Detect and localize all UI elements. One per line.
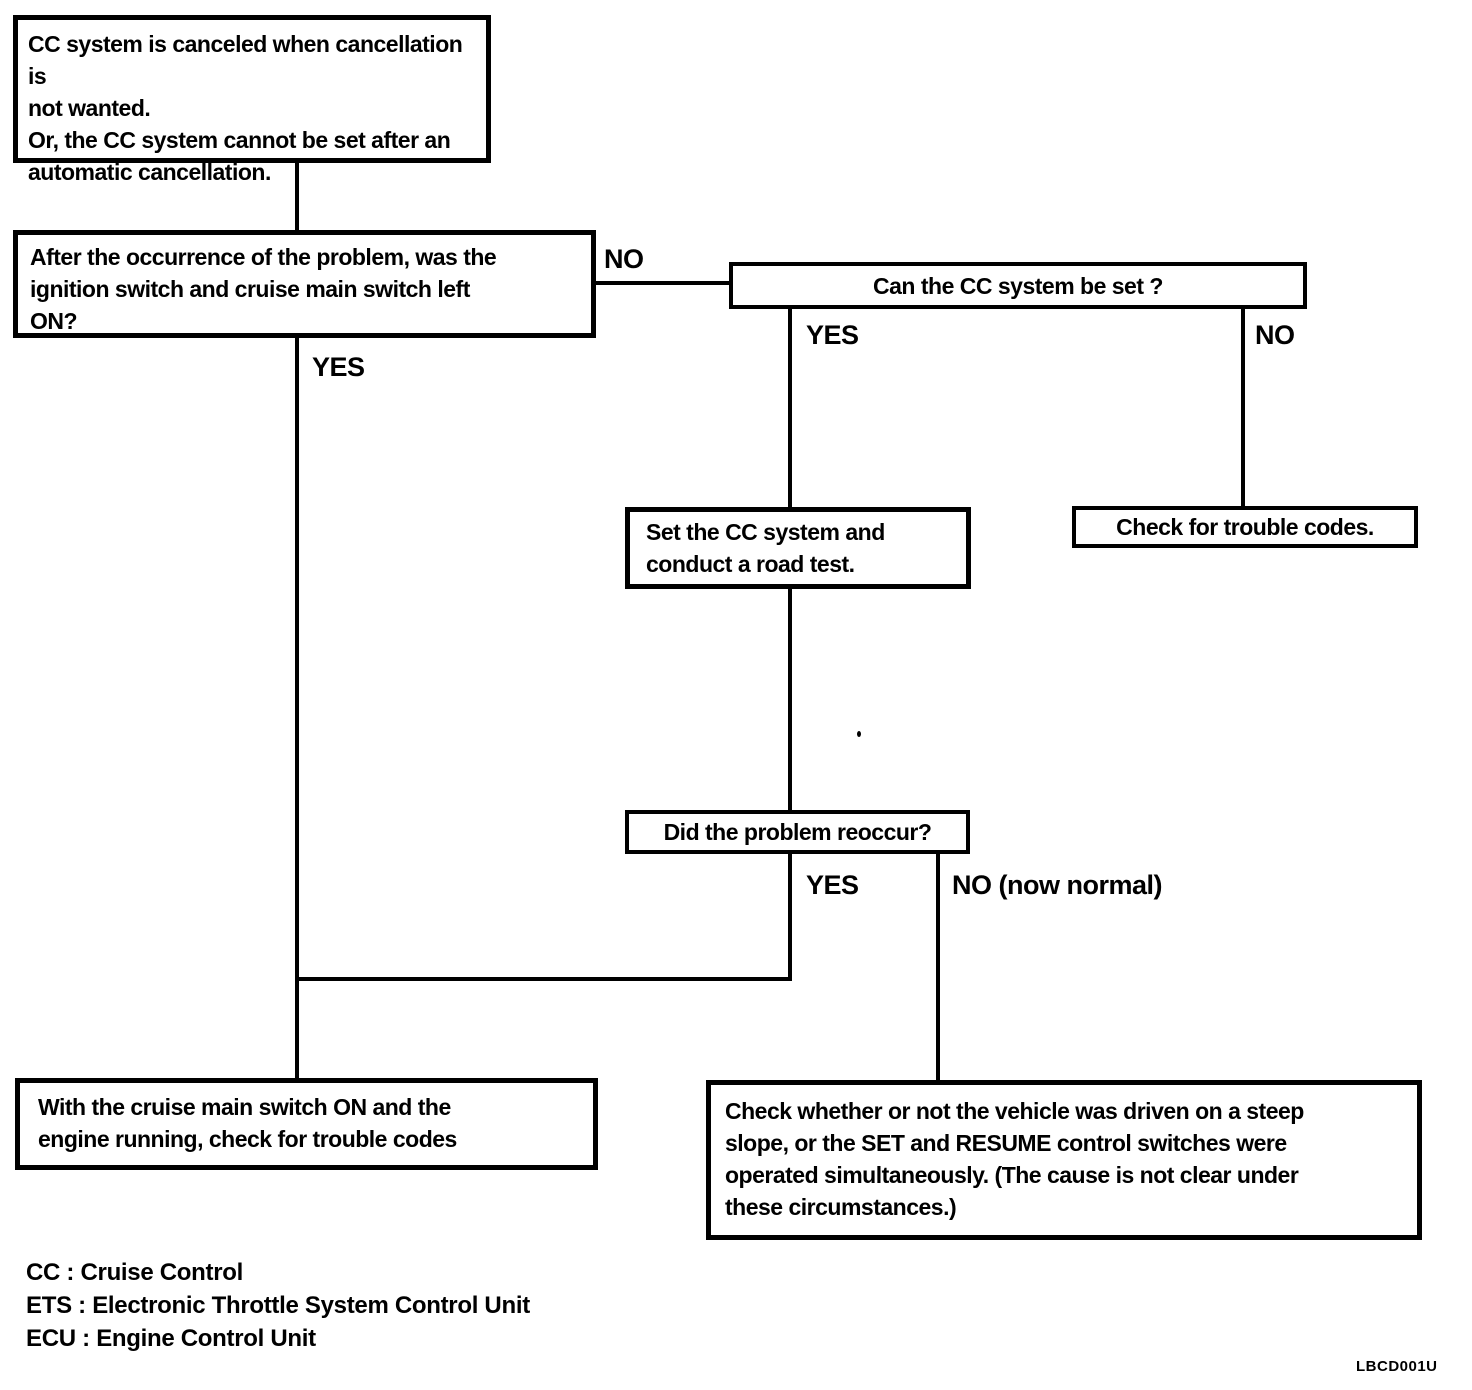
connector-q3-yes-down — [788, 854, 792, 981]
node-problem-statement: CC system is canceled when cancellation … — [13, 15, 491, 185]
node-question-can-cc-be-set: Can the CC system be set ? — [729, 262, 1307, 309]
connector-q1-no-to-q2 — [594, 281, 729, 285]
connector-q3-yes-merge — [297, 977, 792, 981]
legend-line-ets: ETS : Electronic Throttle System Control… — [26, 1292, 530, 1319]
connector-a1-to-q3 — [788, 589, 792, 810]
node-action-check-trouble-codes: Check for trouble codes. — [1072, 506, 1418, 548]
node-result-check-codes-engine-running: With the cruise main switch ON and the e… — [15, 1078, 598, 1170]
node-result-steep-slope-check: Check whether or not the vehicle was dri… — [706, 1080, 1422, 1240]
legend-line-ecu: ECU : Engine Control Unit — [26, 1325, 316, 1352]
connector-q1-yes-to-r1 — [295, 338, 299, 1078]
branch-label-q2-no: NO — [1255, 320, 1295, 350]
branch-label-q2-yes: YES — [806, 320, 859, 350]
node-action-road-test: Set the CC system and conduct a road tes… — [625, 507, 971, 589]
branch-label-q3-no-now-normal: NO (now normal) — [952, 870, 1163, 900]
branch-label-q3-yes: YES — [806, 870, 859, 900]
figure-code: LBCD001U — [1356, 1358, 1438, 1375]
connector-q2-yes-to-a1 — [788, 309, 792, 507]
connector-start-to-q1 — [295, 163, 299, 230]
connector-q3-no-to-r2 — [936, 854, 940, 1080]
branch-label-q1-yes: YES — [312, 352, 365, 382]
node-question-switch-left-on: After the occurrence of the problem, was… — [13, 230, 596, 338]
legend-line-cc: CC : Cruise Control — [26, 1259, 243, 1286]
node-question-problem-reoccur: Did the problem reoccur? — [625, 810, 970, 854]
scan-speck — [857, 731, 861, 737]
connector-q2-no-to-a2 — [1241, 309, 1245, 506]
branch-label-q1-no: NO — [604, 244, 644, 274]
abbreviation-legend: CC : Cruise Control ETS : Electronic Thr… — [26, 1256, 530, 1355]
